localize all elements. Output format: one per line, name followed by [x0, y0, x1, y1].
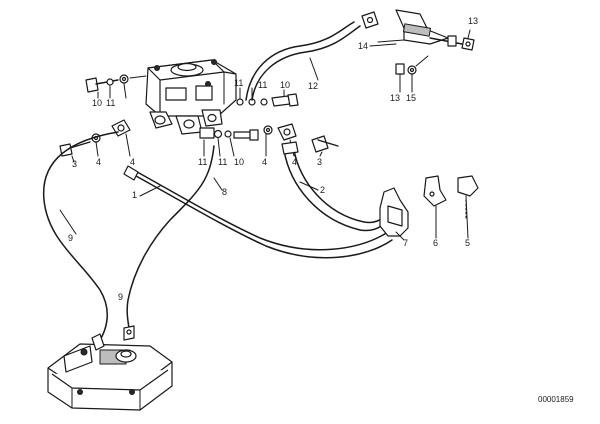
label-9-b: 9 — [118, 292, 123, 302]
hose-1 — [123, 165, 393, 259]
label-10-a: 10 — [92, 98, 102, 108]
label-3-left: 3 — [72, 159, 77, 169]
label-3-right: 3 — [317, 157, 322, 167]
lower-bolt-stack — [203, 129, 259, 157]
hose-9-main — [42, 131, 215, 347]
clamp-5 — [457, 175, 479, 239]
clamp-7 — [379, 187, 409, 241]
left-banjo-group — [59, 119, 131, 163]
label-12: 12 — [308, 81, 318, 91]
clamp-8 — [423, 175, 447, 239]
label-11-d: 11 — [198, 157, 207, 167]
label-10-c: 10 — [234, 157, 244, 167]
lower-valve-unit — [47, 325, 173, 411]
left-bolt-stack — [85, 74, 147, 99]
label-10-b: 10 — [280, 80, 290, 90]
label-4-b: 4 — [130, 157, 135, 167]
label-14: 14 — [358, 41, 368, 51]
label-11-c: 11 — [258, 80, 267, 90]
label-8: 8 — [222, 187, 227, 197]
label-2: 2 — [320, 185, 325, 195]
label-6: 6 — [433, 238, 438, 248]
actuator-assembly — [361, 9, 475, 93]
label-11-b: 11 — [234, 78, 243, 88]
hose-12-upper — [245, 21, 361, 101]
label-15: 15 — [406, 93, 416, 103]
label-1: 1 — [132, 190, 137, 200]
leader-lines — [59, 43, 397, 235]
label-4-d: 4 — [292, 157, 297, 167]
label-13-a: 13 — [468, 16, 478, 26]
label-5: 5 — [465, 238, 470, 248]
label-4-c: 4 — [262, 157, 267, 167]
callout-labels: 1 2 3 3 4 4 4 4 5 6 7 8 9 9 10 10 10 11 … — [68, 16, 478, 302]
reference-number: 00001859 — [538, 395, 574, 404]
valve-block — [145, 59, 237, 139]
label-13-b: 13 — [390, 93, 400, 103]
label-9: 9 — [68, 233, 73, 243]
right-banjo-group — [263, 123, 339, 157]
label-11-e: 11 — [218, 157, 227, 167]
hose-2 — [281, 141, 387, 232]
label-11-a: 11 — [106, 98, 115, 108]
label-7: 7 — [403, 238, 408, 248]
label-4-a: 4 — [96, 157, 101, 167]
